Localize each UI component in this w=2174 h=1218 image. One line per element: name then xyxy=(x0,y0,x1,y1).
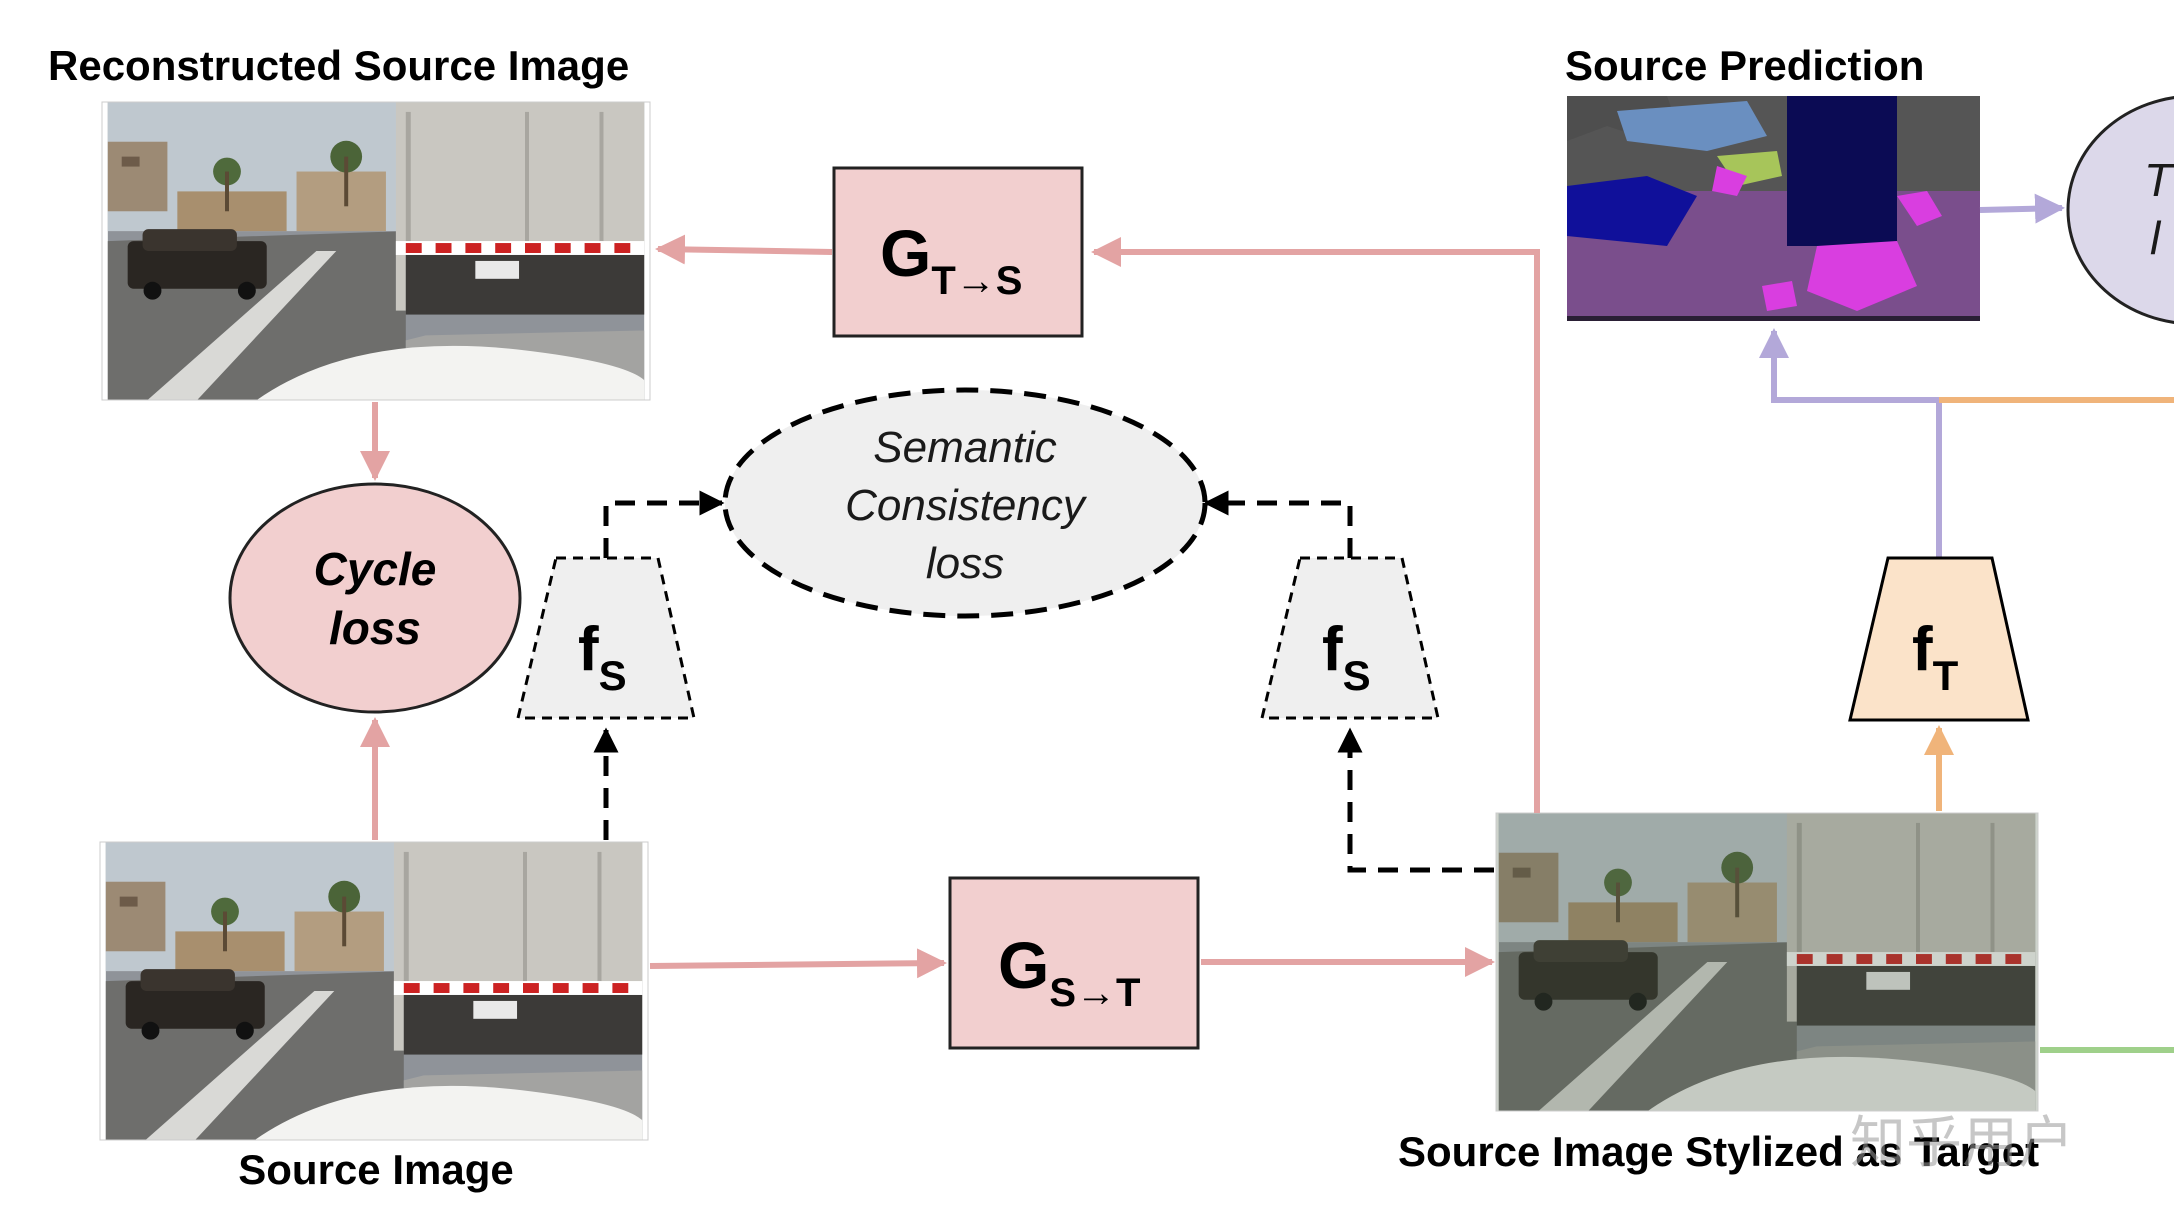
encoder-fs-left: fS xyxy=(516,556,696,720)
source-prediction-image xyxy=(1567,96,1980,321)
arrow-prediction-to-task-loss xyxy=(1979,193,2065,224)
fs-left-sub: S xyxy=(599,652,627,699)
fs-right-sub: S xyxy=(1343,652,1371,699)
fs-left-main: f xyxy=(578,615,599,684)
g-s-to-t-sub: S→T xyxy=(1049,971,1140,1015)
semantic-consistency-loss: Semantic Consistency loss xyxy=(722,387,1208,619)
pink-arrows xyxy=(360,234,1540,979)
arrow-fs-right-to-semantic xyxy=(1203,490,1353,558)
semantic-loss-line2: Consistency xyxy=(845,481,1088,530)
g-t-to-s-main: G xyxy=(880,216,931,290)
source-image xyxy=(99,841,649,1141)
arrow-ft-to-prediction xyxy=(1759,328,1942,558)
arrow-stylized-to-fs-right xyxy=(1337,727,1494,873)
reconstructed-source-image-title: Reconstructed Source Image xyxy=(48,42,629,89)
cycle-loss: Cycle loss xyxy=(228,482,522,714)
fs-right-main: f xyxy=(1322,615,1343,684)
task-loss-line1: T xyxy=(2144,154,2174,206)
semantic-loss-line3: loss xyxy=(926,539,1004,588)
generator-s-to-t: GS→T xyxy=(948,876,1200,1050)
encoder-ft: fT xyxy=(1848,556,2030,722)
arrow-gts-to-reconstructed xyxy=(655,234,833,265)
watermark: 知乎用户 xyxy=(1850,1111,2074,1176)
task-loss-line2: l xyxy=(2150,212,2162,264)
ft-sub: T xyxy=(1933,652,1959,699)
task-loss: T l xyxy=(2066,96,2174,324)
arrow-source-to-gst xyxy=(649,948,947,979)
source-prediction-title: Source Prediction xyxy=(1565,42,1924,89)
arrow-stylized-to-gts xyxy=(1091,237,1540,813)
dashed-arrows xyxy=(593,490,1494,873)
svg-text:GS→T: GS→T xyxy=(998,928,1140,1015)
g-s-to-t-main: G xyxy=(998,928,1049,1002)
semantic-loss-line1: Semantic xyxy=(873,423,1056,472)
ft-main: f xyxy=(1912,615,1933,684)
cycle-loss-line2: loss xyxy=(329,602,421,654)
cycle-loss-line1: Cycle xyxy=(314,543,437,595)
stylized-image-title: Source Image Stylized as Target xyxy=(1398,1128,2039,1175)
target-branch-lines xyxy=(1759,193,2174,1053)
source-image-title: Source Image xyxy=(238,1146,513,1193)
reconstructed-source-image xyxy=(101,101,651,401)
generator-t-to-s: GT→S xyxy=(832,166,1084,338)
svg-text:fT: fT xyxy=(1912,615,1959,699)
svg-text:fS: fS xyxy=(578,615,627,699)
g-t-to-s-sub: T→S xyxy=(931,259,1022,303)
arrow-fs-left-to-semantic xyxy=(603,490,725,558)
svg-text:GT→S: GT→S xyxy=(880,216,1022,303)
encoder-fs-right: fS xyxy=(1260,556,1440,720)
svg-text:fS: fS xyxy=(1322,615,1371,699)
stylized-image xyxy=(1495,812,2039,1112)
